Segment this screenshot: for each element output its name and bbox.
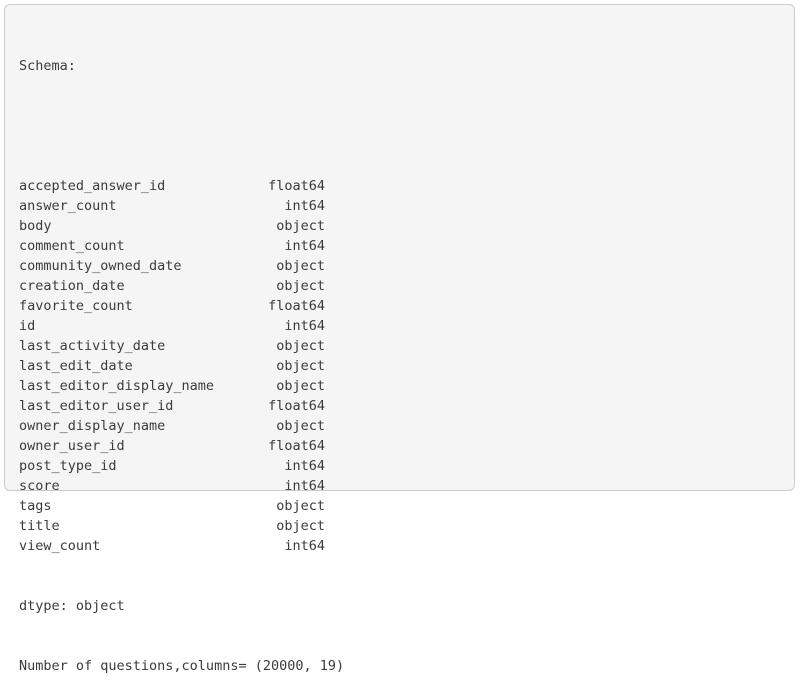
schema-row: last_edit_date object [19, 356, 325, 376]
schema-row: tags object [19, 496, 325, 516]
column-name: owner_user_id [19, 436, 125, 456]
column-name: body [19, 216, 52, 236]
schema-row: owner_user_id float64 [19, 436, 325, 456]
column-dtype: float64 [268, 296, 325, 316]
schema-row: last_activity_date object [19, 336, 325, 356]
column-name: last_edit_date [19, 356, 133, 376]
column-dtype: float64 [268, 396, 325, 416]
column-dtype: object [276, 336, 325, 356]
dtype-summary-line: dtype: object [19, 596, 780, 616]
schema-row: last_editor_user_id float64 [19, 396, 325, 416]
schema-row: accepted_answer_id float64 [19, 176, 325, 196]
column-dtype: object [276, 376, 325, 396]
schema-title: Schema: [19, 56, 780, 76]
column-dtype: int64 [284, 476, 325, 496]
column-dtype: object [276, 496, 325, 516]
column-name: favorite_count [19, 296, 133, 316]
column-dtype: int64 [284, 196, 325, 216]
column-name: last_editor_user_id [19, 396, 173, 416]
column-dtype: int64 [284, 316, 325, 336]
column-name: score [19, 476, 60, 496]
column-dtype: object [276, 516, 325, 536]
column-name: title [19, 516, 60, 536]
column-dtype: int64 [284, 236, 325, 256]
schema-row: community_owned_date object [19, 256, 325, 276]
column-name: answer_count [19, 196, 117, 216]
column-name: owner_display_name [19, 416, 165, 436]
column-name: community_owned_date [19, 256, 182, 276]
column-dtype: object [276, 276, 325, 296]
column-dtype: object [276, 416, 325, 436]
column-dtype: float64 [268, 436, 325, 456]
column-name: post_type_id [19, 456, 117, 476]
schema-row: title object [19, 516, 325, 536]
schema-row: body object [19, 216, 325, 236]
column-name: tags [19, 496, 52, 516]
schema-row: last_editor_display_name object [19, 376, 325, 396]
schema-row: post_type_id int64 [19, 456, 325, 476]
column-name: view_count [19, 536, 100, 556]
column-dtype: float64 [268, 176, 325, 196]
column-name: last_editor_display_name [19, 376, 214, 396]
shape-summary-line: Number of questions,columns= (20000, 19) [19, 656, 780, 676]
column-name: id [19, 316, 35, 336]
column-name: comment_count [19, 236, 125, 256]
column-dtype: int64 [284, 456, 325, 476]
schema-row: id int64 [19, 316, 325, 336]
column-dtype: int64 [284, 536, 325, 556]
column-dtype: object [276, 216, 325, 236]
column-dtype: object [276, 256, 325, 276]
blank-line [19, 116, 780, 136]
column-name: last_activity_date [19, 336, 165, 356]
schema-row: view_count int64 [19, 536, 325, 556]
column-name: creation_date [19, 276, 125, 296]
column-dtype: object [276, 356, 325, 376]
schema-row: answer_count int64 [19, 196, 325, 216]
schema-row: score int64 [19, 476, 325, 496]
schema-row: comment_count int64 [19, 236, 325, 256]
column-name: accepted_answer_id [19, 176, 165, 196]
schema-row: creation_date object [19, 276, 325, 296]
schema-row: owner_display_name object [19, 416, 325, 436]
schema-row: favorite_count float64 [19, 296, 325, 316]
